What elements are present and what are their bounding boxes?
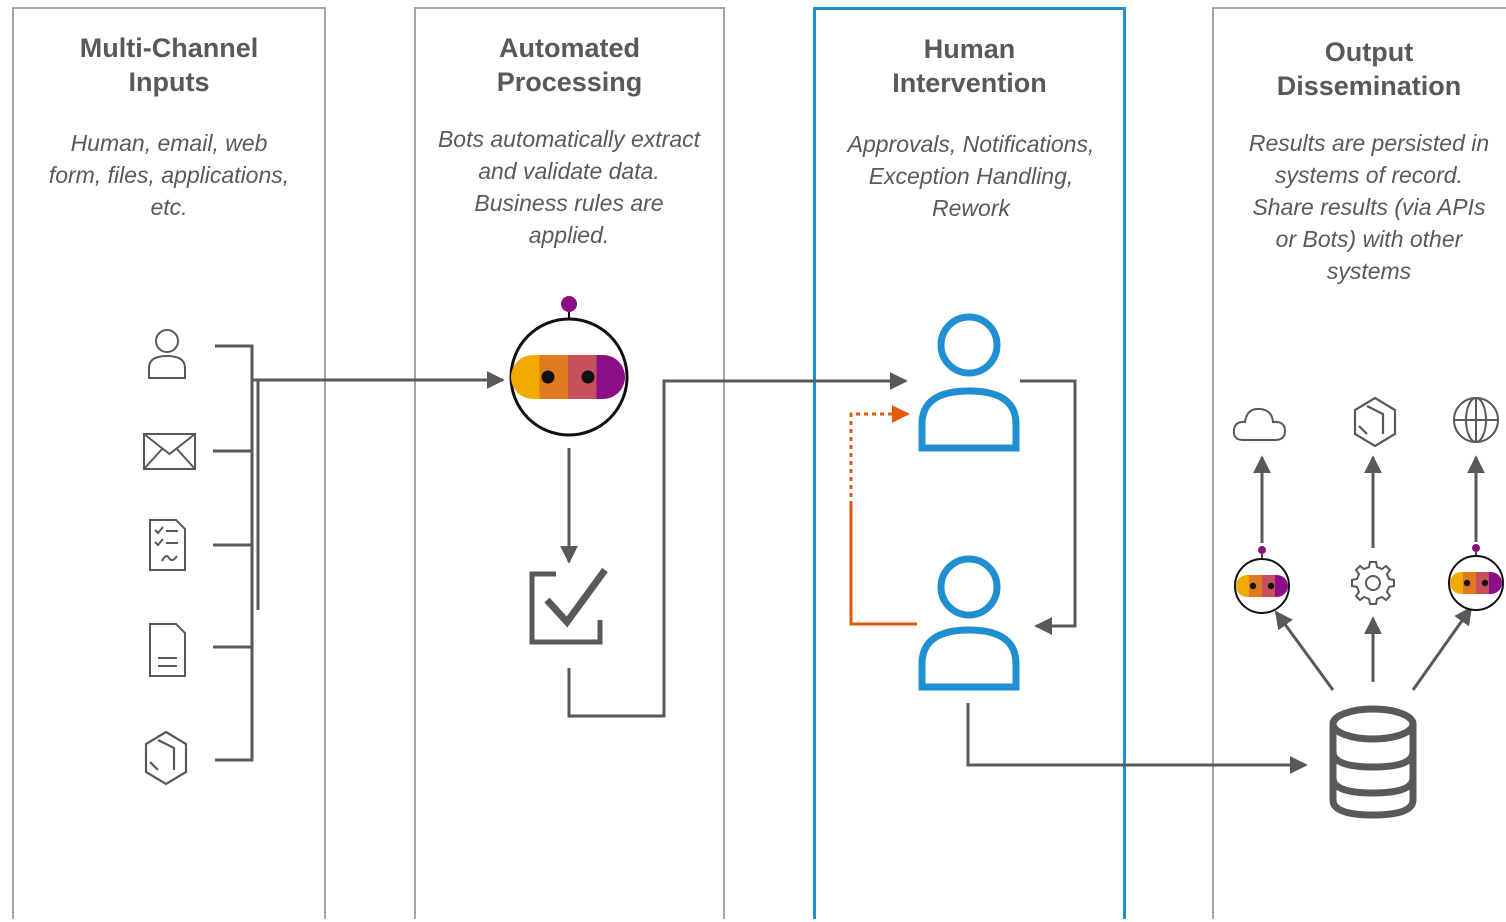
gear-icon	[1351, 561, 1395, 605]
lane-title-line: Inputs	[128, 67, 210, 97]
lane-multi-channel-inputs: Multi-Channel Inputs	[12, 7, 326, 919]
lane-title-line: Processing	[496, 67, 643, 97]
lane-output-dissemination: Output Dissemination	[1212, 7, 1506, 919]
lane-description-line: systems	[1326, 258, 1412, 284]
validated-checkbox-icon	[529, 567, 608, 645]
application-cube-icon	[1353, 396, 1397, 448]
lane-description: Results are persisted in systems of reco…	[1214, 127, 1506, 287]
lane-description: Human, email, web form, files, applicati…	[14, 127, 324, 223]
person-outline-icon	[148, 329, 186, 379]
lane-title: Automated Processing	[416, 31, 723, 99]
rework-loop-dotted-arrow	[849, 405, 910, 505]
lane-description-line: or Bots) with other	[1275, 226, 1463, 252]
person-icon	[918, 313, 1020, 452]
bot-icon	[1448, 544, 1504, 611]
lane-description-line: etc.	[150, 194, 188, 220]
cloud-icon	[1232, 407, 1287, 441]
lane-title-line: Multi-Channel	[79, 33, 259, 63]
lane-description: Approvals, Notifications, Exception Hand…	[815, 128, 1127, 224]
lane-title-line: Intervention	[892, 68, 1047, 98]
connector-validation-to-human	[567, 372, 908, 718]
lane-description-line: Rework	[932, 195, 1010, 221]
lane-description-line: applied.	[528, 222, 610, 248]
lane-title: Human Intervention	[816, 32, 1123, 100]
person-icon	[918, 555, 1020, 691]
bot-icon	[509, 296, 629, 437]
lane-description-line: Bots automatically extract	[437, 126, 701, 152]
lane-title-line: Automated	[499, 33, 640, 63]
connector-approver-to-reviewer	[1020, 379, 1077, 635]
lane-title: Output Dissemination	[1214, 35, 1506, 103]
database-icon	[1329, 705, 1417, 819]
document-file-icon	[149, 623, 186, 677]
lane-title: Multi-Channel Inputs	[14, 31, 324, 99]
lane-description-line: Results are persisted in	[1248, 130, 1490, 156]
lane-description-line: Share results (via APIs	[1252, 194, 1486, 220]
lane-description-line: Human, email, web	[70, 130, 268, 156]
lane-description-line: Exception Handling,	[868, 163, 1074, 189]
lane-description: Bots automatically extract and validate …	[404, 123, 734, 251]
input-connectors	[213, 344, 260, 762]
lane-automated-processing: Automated Processing	[414, 7, 725, 919]
rework-loop-connector	[849, 505, 917, 626]
application-cube-icon	[144, 730, 188, 786]
lane-description-line: systems of record.	[1275, 162, 1463, 188]
lane-human-intervention: Human Intervention	[813, 7, 1126, 919]
lane-description-line: Business rules are	[474, 190, 664, 216]
arrow-database-to-right-bot	[1411, 606, 1473, 691]
lane-description-line: Approvals, Notifications,	[847, 131, 1095, 157]
checklist-form-icon	[149, 519, 186, 571]
lane-title-line: Human	[923, 34, 1016, 64]
bot-icon	[1234, 546, 1290, 614]
lane-title-line: Dissemination	[1276, 71, 1462, 101]
globe-icon	[1453, 397, 1499, 443]
connector-human-to-database	[966, 703, 1308, 774]
arrow-database-to-left-bot	[1274, 610, 1335, 691]
lane-description-line: and validate data.	[478, 158, 660, 184]
envelope-icon	[143, 433, 196, 470]
lane-description-line: form, files, applications,	[48, 162, 290, 188]
lane-title-line: Output	[1324, 37, 1414, 67]
